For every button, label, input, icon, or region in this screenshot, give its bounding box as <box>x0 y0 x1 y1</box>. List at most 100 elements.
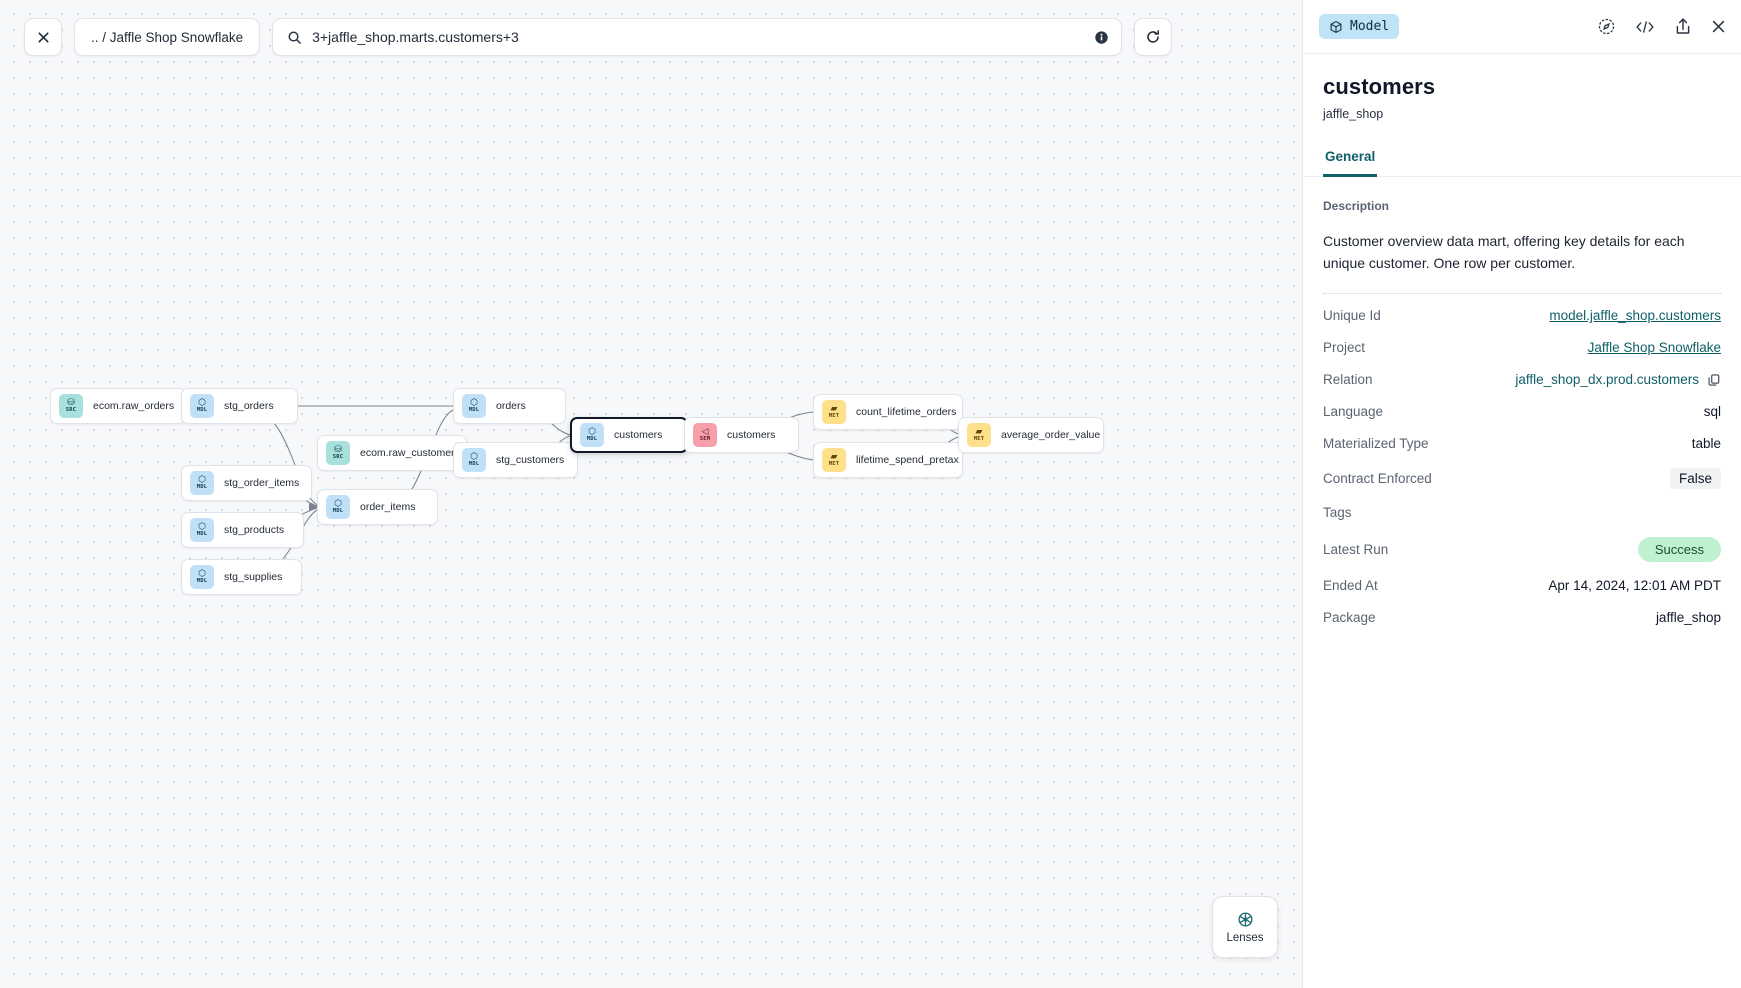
property-row: Relation jaffle_shop_dx.prod.customers <box>1323 364 1721 396</box>
property-row: Tags <box>1323 497 1721 529</box>
mdl-badge-icon: ⬡MDL <box>190 394 214 418</box>
status-badge[interactable]: Success <box>1637 536 1721 562</box>
close-icon <box>37 31 49 43</box>
close-glyph <box>1712 20 1725 33</box>
cube-icon <box>1330 20 1342 33</box>
property-key: Relation <box>1323 372 1373 388</box>
page-subtitle: jaffle_shop <box>1323 107 1384 121</box>
description-label: Description <box>1323 199 1390 213</box>
graph-node-label: order_items <box>360 501 416 513</box>
graph-node-customers_semantic[interactable]: ◁SEM customers <box>684 417 799 453</box>
graph-node-label: stg_supplies <box>224 571 283 583</box>
mdl-badge-icon: ⬡MDL <box>190 565 214 589</box>
canvas-toolbar: .. / Jaffle Shop Snowflake <box>24 18 1173 56</box>
property-value[interactable]: Success <box>1637 536 1721 562</box>
property-value[interactable]: model.jaffle_shop.customers <box>1549 308 1721 324</box>
property-row: Materialized Type table <box>1323 428 1721 460</box>
details-panel-title-block: customers jaffle_shop <box>1303 54 1741 121</box>
graph-node-label: ecom.raw_customers <box>360 447 460 459</box>
close-lineage-button[interactable] <box>24 18 62 56</box>
search-icon <box>288 31 301 44</box>
graph-node-ecom_raw_customers[interactable]: ⛁SRC ecom.raw_customers <box>317 435 467 471</box>
graph-node-stg_order_items[interactable]: ⬡MDL stg_order_items <box>181 465 312 501</box>
property-key: Project <box>1323 340 1366 356</box>
graph-node-label: stg_order_items <box>224 477 300 489</box>
graph-node-stg_customers[interactable]: ⬡MDL stg_customers <box>453 442 578 478</box>
refresh-button[interactable] <box>1134 18 1173 56</box>
refresh-icon <box>1147 30 1160 43</box>
mdl-badge-icon: ⬡MDL <box>190 518 214 542</box>
panel-action-group <box>1597 17 1727 36</box>
property-value[interactable]: Jaffle Shop Snowflake <box>1587 340 1721 356</box>
property-key: Tags <box>1323 505 1352 521</box>
met-badge-icon: ▰MET <box>822 400 846 424</box>
description-text: Customer overview data mart, offering ke… <box>1323 233 1685 272</box>
property-key: Unique Id <box>1323 308 1381 324</box>
panel-body: Description Customer overview data mart,… <box>1303 177 1741 988</box>
contract-enforced-chip: False <box>1669 467 1721 489</box>
share-glyph <box>1676 18 1690 34</box>
graph-node-label: stg_products <box>224 524 285 536</box>
details-panel: Model <box>1302 0 1741 988</box>
code-icon[interactable] <box>1634 18 1656 36</box>
lineage-canvas[interactable]: .. / Jaffle Shop Snowflake <box>0 0 1302 988</box>
src-badge-icon: ⛁SRC <box>59 394 83 418</box>
property-key: Contract Enforced <box>1323 470 1432 486</box>
compass-glyph <box>1598 18 1615 35</box>
tab-general[interactable]: General <box>1323 149 1378 177</box>
src-badge-icon: ⛁SRC <box>326 441 350 465</box>
graph-node-label: count_lifetime_orders <box>856 406 957 418</box>
compass-icon[interactable] <box>1597 17 1616 36</box>
property-value: sql <box>1703 404 1721 420</box>
property-value: table <box>1691 436 1721 452</box>
property-value[interactable]: jaffle_shop_dx.prod.customers <box>1515 372 1721 387</box>
info-glyph <box>1095 30 1108 44</box>
graph-node-label: average_order_value <box>1001 429 1101 441</box>
mdl-badge-icon: ⬡MDL <box>462 448 486 472</box>
graph-node-label: orders <box>496 400 526 412</box>
property-row: Ended At Apr 14, 2024, 12:01 AM PDT <box>1323 570 1721 602</box>
breadcrumb-label: .. / Jaffle Shop Snowflake <box>91 29 244 45</box>
lenses-label: Lenses <box>1226 932 1264 944</box>
property-row: Latest Run Success <box>1323 529 1721 570</box>
close-panel-icon[interactable] <box>1710 18 1727 35</box>
lineage-search[interactable] <box>272 18 1123 56</box>
graph-node-label: stg_customers <box>496 454 565 466</box>
property-value: Apr 14, 2024, 12:01 AM PDT <box>1548 578 1721 594</box>
info-icon[interactable] <box>1094 30 1109 45</box>
lenses-button[interactable]: Lenses <box>1212 896 1278 958</box>
graph-node-stg_supplies[interactable]: ⬡MDL stg_supplies <box>181 559 302 595</box>
copy-icon[interactable] <box>1707 373 1721 387</box>
property-key: Materialized Type <box>1323 436 1429 452</box>
sem-badge-icon: ◁SEM <box>693 423 717 447</box>
tab-general-label: General <box>1325 149 1376 164</box>
search-input[interactable] <box>312 29 1085 45</box>
property-row: Unique Id model.jaffle_shop.customers <box>1323 300 1721 332</box>
mdl-badge-icon: ⬡MDL <box>190 471 214 495</box>
details-panel-header: Model <box>1303 0 1741 54</box>
property-key: Ended At <box>1323 578 1378 594</box>
graph-node-label: customers <box>727 429 776 441</box>
property-row: Project Jaffle Shop Snowflake <box>1323 332 1721 364</box>
graph-node-label: lifetime_spend_pretax <box>856 454 959 466</box>
share-icon[interactable] <box>1674 17 1692 36</box>
breadcrumb[interactable]: .. / Jaffle Shop Snowflake <box>74 18 261 56</box>
graph-node-count_lifetime_orders[interactable]: ▰MET count_lifetime_orders <box>813 394 963 430</box>
relation-value[interactable]: jaffle_shop_dx.prod.customers <box>1515 372 1699 388</box>
property-key: Latest Run <box>1323 541 1389 557</box>
node-type-chip[interactable]: Model <box>1319 14 1400 39</box>
property-row: Contract Enforced False <box>1323 460 1721 497</box>
graph-node-stg_products[interactable]: ⬡MDL stg_products <box>181 512 304 548</box>
